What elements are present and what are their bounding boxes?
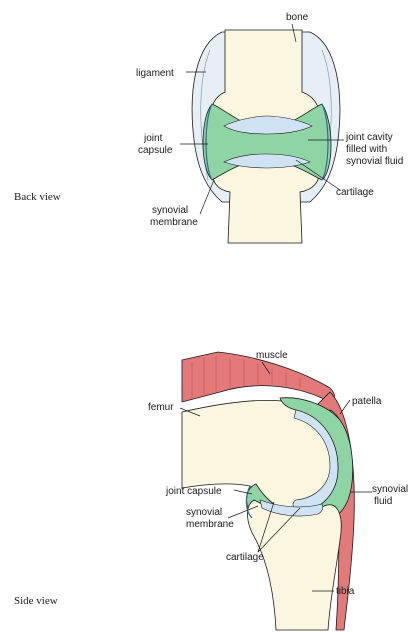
bone-label: bone xyxy=(286,12,309,23)
synovial-membrane-label-line1: synovial xyxy=(152,205,188,216)
side-synovial-membrane-label-line1: synovial xyxy=(186,507,222,518)
back-cartilage-label: cartilage xyxy=(336,187,374,198)
tibia-label: tibia xyxy=(336,586,355,597)
side-synovial-membrane-label-line2: membrane xyxy=(186,519,234,530)
muscle-label: muscle xyxy=(256,350,288,361)
synovial-fluid-label-line2: fluid xyxy=(374,496,392,507)
synovial-membrane-label-line2: membrane xyxy=(150,217,198,228)
side-view-title: Side view xyxy=(14,595,58,607)
joint-capsule-label-line1: joint xyxy=(143,133,163,144)
back-view-title: Back view xyxy=(14,191,61,203)
joint-capsule-label-line2: capsule xyxy=(138,145,173,156)
joint-cavity-label-line1: joint cavity xyxy=(345,132,393,143)
side-cartilage-label: cartilage xyxy=(226,552,264,563)
synovial-fluid-label-line1: synovial xyxy=(372,484,408,495)
back-view-figure xyxy=(192,30,340,243)
ligament-label: ligament xyxy=(136,68,174,79)
joint-cavity-label-line3: synovial fluid xyxy=(346,156,403,167)
tibia-bone xyxy=(247,500,341,630)
joint-cavity-label-line2: filled with xyxy=(346,144,387,155)
patella-label: patella xyxy=(352,396,382,407)
femur-label: femur xyxy=(148,402,174,413)
side-joint-capsule-label: joint capsule xyxy=(165,486,222,497)
